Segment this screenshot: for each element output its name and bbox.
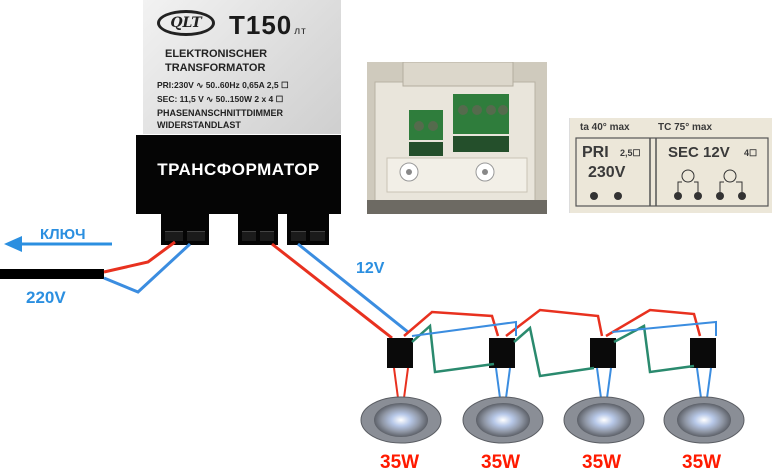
- output-terminal-1: [238, 205, 278, 245]
- label-line-5: PHASENANSCHNITTDIMMER: [157, 108, 283, 118]
- pri-voltage-text: 230V: [588, 164, 626, 181]
- lamp-1-power: 35W: [380, 452, 420, 473]
- sec-size-text: 4☐: [744, 148, 758, 158]
- terminal-schematic: [575, 137, 769, 207]
- lamp-2: [462, 396, 544, 444]
- label-line-2: TRANSFORMATOR: [165, 62, 266, 74]
- model-suffix: лт: [294, 26, 307, 37]
- label-line-1: ELEKTRONISCHER: [165, 48, 268, 60]
- pri-size-text: 2,5☐: [620, 148, 641, 158]
- tc-max-text: TC 75° max: [658, 122, 713, 133]
- input-terminal: [161, 205, 209, 245]
- lamp-4-power: 35W: [682, 452, 722, 473]
- input-cable: [0, 269, 104, 279]
- output-wire-red: [271, 242, 393, 340]
- output-voltage-label: 12V: [356, 260, 385, 277]
- label-line-6: WIDERSTANDLAST: [157, 120, 241, 130]
- input-wire-blue: [103, 242, 192, 294]
- terminal-block-illustration: [367, 62, 547, 214]
- input-wire-red: [103, 240, 176, 274]
- ta-max-text: ta 40° max: [580, 122, 630, 133]
- lamp-3: [563, 396, 645, 444]
- key-arrow-head: [4, 236, 22, 252]
- label-line-3: PRI:230V ∿ 50..60Hz 0,65A 2,5 ☐: [157, 80, 289, 90]
- label-line-4: SEC: 11,5 V ∿ 50..150W 2 x 4 ☐: [157, 94, 284, 104]
- terminal-block-photo: [367, 62, 547, 214]
- sec-text: SEC 12V: [668, 144, 730, 161]
- terminal-label-photo: ta 40° max TC 75° max PRI 2,5☐ 230V SEC …: [569, 118, 772, 213]
- transformer-body: [136, 135, 341, 214]
- pri-text: PRI: [582, 144, 609, 161]
- input-voltage-label: 220V: [26, 288, 66, 307]
- lamp-4: [663, 396, 745, 444]
- model-text: T150: [229, 10, 293, 40]
- brand-logo: QLT: [157, 10, 215, 36]
- key-label: КЛЮЧ: [40, 226, 86, 243]
- transformer-title: ТРАНСФОРМАТОР: [157, 160, 320, 179]
- lamp-chain: [387, 308, 717, 399]
- lamp-1: [360, 396, 442, 444]
- output-terminal-2: [287, 205, 329, 245]
- output-wire-blue: [297, 242, 409, 334]
- lamp-2-power: 35W: [481, 452, 521, 473]
- lamp-3-power: 35W: [582, 452, 622, 473]
